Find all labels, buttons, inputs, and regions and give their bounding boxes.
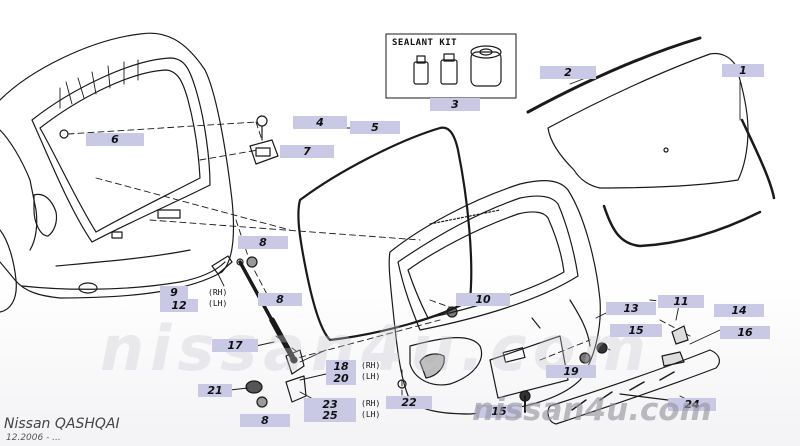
callout-24[interactable]: 24	[668, 398, 716, 411]
callout-8-top[interactable]: 8	[238, 236, 288, 249]
callout-10[interactable]: 10	[456, 293, 510, 306]
callout-5[interactable]: 5	[350, 121, 400, 134]
callout-8-middle[interactable]: 8	[258, 293, 302, 306]
model-date-range: 12.2006 - ...	[6, 433, 61, 443]
callout-17[interactable]: 17	[212, 339, 258, 352]
callout-15-upper[interactable]: 15	[610, 324, 662, 337]
callout-22[interactable]: 22	[386, 396, 432, 409]
callout-3[interactable]: 3	[430, 98, 480, 111]
callout-13[interactable]: 13	[606, 302, 656, 315]
side-lh-12: (LH)	[208, 299, 228, 308]
sealant-kit-box	[385, 33, 517, 105]
back-door-panel	[388, 180, 601, 415]
side-lh-20: (LH)	[361, 372, 381, 381]
callout-23[interactable]: 23	[304, 398, 356, 411]
callout-20[interactable]: 20	[326, 372, 356, 385]
callout-15-lower[interactable]: 15	[476, 405, 522, 418]
callout-12[interactable]: 12	[160, 299, 198, 312]
callout-9[interactable]: 9	[160, 286, 188, 299]
side-lh-25: (LH)	[361, 410, 381, 419]
assembly-lines	[67, 121, 691, 396]
callout-16[interactable]: 16	[720, 326, 770, 339]
sealant-kit-title: SEALANT KIT	[392, 38, 458, 48]
callout-19[interactable]: 19	[546, 365, 596, 378]
vehicle-model: Nissan QASHQAI	[4, 416, 120, 432]
callout-7[interactable]: 7	[280, 145, 334, 158]
weatherstrip	[297, 126, 473, 342]
callout-6[interactable]: 6	[86, 133, 144, 146]
side-rh-18: (RH)	[361, 361, 381, 370]
callout-11[interactable]: 11	[658, 295, 704, 308]
back-window-glass	[526, 36, 776, 248]
callout-8-bottom[interactable]: 8	[240, 414, 290, 427]
callout-21[interactable]: 21	[198, 384, 232, 397]
callout-14-right[interactable]: 14	[714, 304, 764, 317]
vehicle-body	[0, 32, 235, 313]
callout-18[interactable]: 18	[326, 360, 356, 373]
side-rh-23: (RH)	[361, 399, 381, 408]
callout-4[interactable]: 4	[293, 116, 347, 129]
brand-watermark: nissan4u.com	[472, 392, 712, 428]
callout-25[interactable]: 25	[304, 409, 356, 422]
side-rh-9: (RH)	[208, 288, 228, 297]
callout-1[interactable]: 1	[722, 64, 764, 77]
callout-2[interactable]: 2	[540, 66, 596, 79]
